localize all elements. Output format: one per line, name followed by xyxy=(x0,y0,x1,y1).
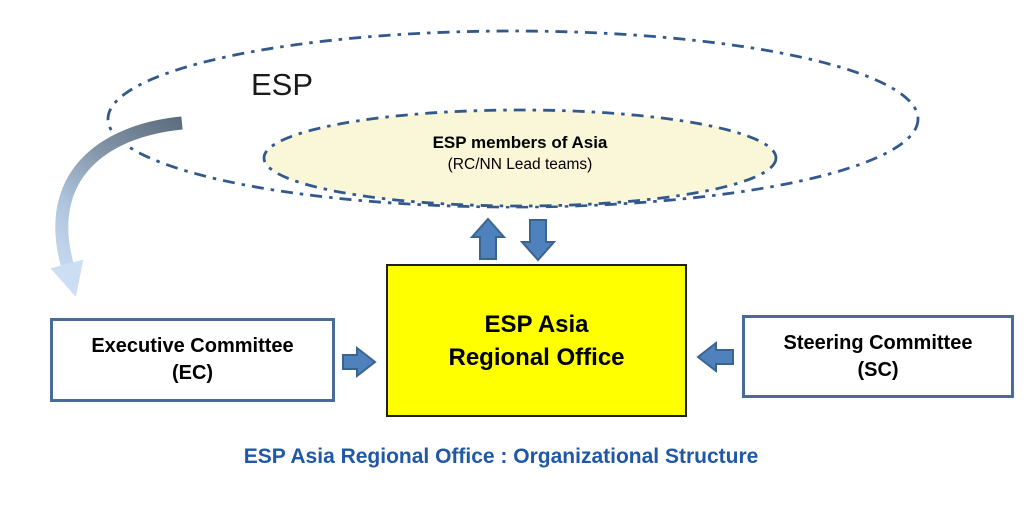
up-arrow-icon xyxy=(469,217,507,260)
executive-committee-line2: (EC) xyxy=(171,362,214,384)
esp-members-title: ESP members of Asia xyxy=(432,133,608,152)
executive-committee-box: Executive Committee (EC) xyxy=(50,318,335,402)
curved-flow-arrow-icon xyxy=(50,116,183,297)
steering-committee-line2: (SC) xyxy=(857,358,899,381)
esp-outer-ellipse xyxy=(106,29,920,209)
steering-committee-box: Steering Committee (SC) xyxy=(742,315,1014,398)
diagram-title: ESP Asia Regional Office : Organizationa… xyxy=(243,445,759,468)
esp-group-label: ESP xyxy=(250,67,314,102)
executive-committee-line1: Executive Committee xyxy=(91,335,294,357)
left-arrow-icon xyxy=(696,340,734,374)
esp-members-label: ESP members of Asia (RC/NN Lead teams) xyxy=(340,131,700,175)
regional-office-box: ESP Asia Regional Office xyxy=(386,264,687,417)
right-arrow-icon xyxy=(342,345,377,379)
esp-members-subtitle: (RC/NN Lead teams) xyxy=(447,156,593,173)
down-arrow-icon xyxy=(519,219,557,262)
esp-members-ellipse xyxy=(262,108,778,208)
regional-office-line1: ESP Asia xyxy=(484,310,589,338)
steering-committee-line1: Steering Committee xyxy=(783,331,973,354)
regional-office-line2: Regional Office xyxy=(448,343,625,371)
